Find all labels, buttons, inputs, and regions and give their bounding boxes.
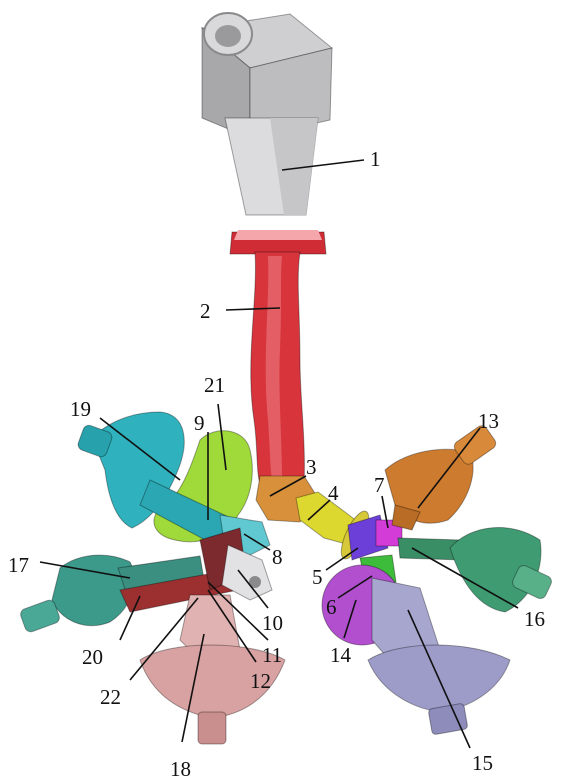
callout-14: 14 (330, 643, 352, 667)
pink-stub (198, 712, 226, 744)
callout-6: 6 (326, 595, 337, 619)
callout-3: 3 (306, 455, 317, 479)
callout-22: 22 (100, 685, 121, 709)
callout-21: 21 (204, 373, 225, 397)
housing-inlet-hole (215, 25, 241, 47)
callout-2: 2 (200, 299, 211, 323)
callout-17: 17 (8, 553, 29, 577)
callout-19: 19 (70, 397, 91, 421)
callout-4: 4 (328, 481, 339, 505)
callout-9: 9 (194, 411, 205, 435)
callout-15: 15 (472, 751, 493, 775)
callout-1: 1 (370, 147, 381, 171)
callout-18: 18 (170, 757, 191, 780)
callout-7: 7 (374, 473, 385, 497)
callout-16: 16 (524, 607, 545, 631)
callout-20: 20 (82, 645, 103, 669)
callout-8: 8 (272, 545, 283, 569)
callout-5: 5 (312, 565, 323, 589)
callout-11: 11 (262, 643, 282, 667)
part-housing (202, 13, 332, 215)
callout-13: 13 (478, 409, 499, 433)
callout-12: 12 (250, 669, 271, 693)
teal-stub (19, 599, 61, 634)
flange-top (234, 230, 322, 240)
callout-10: 10 (262, 611, 283, 635)
